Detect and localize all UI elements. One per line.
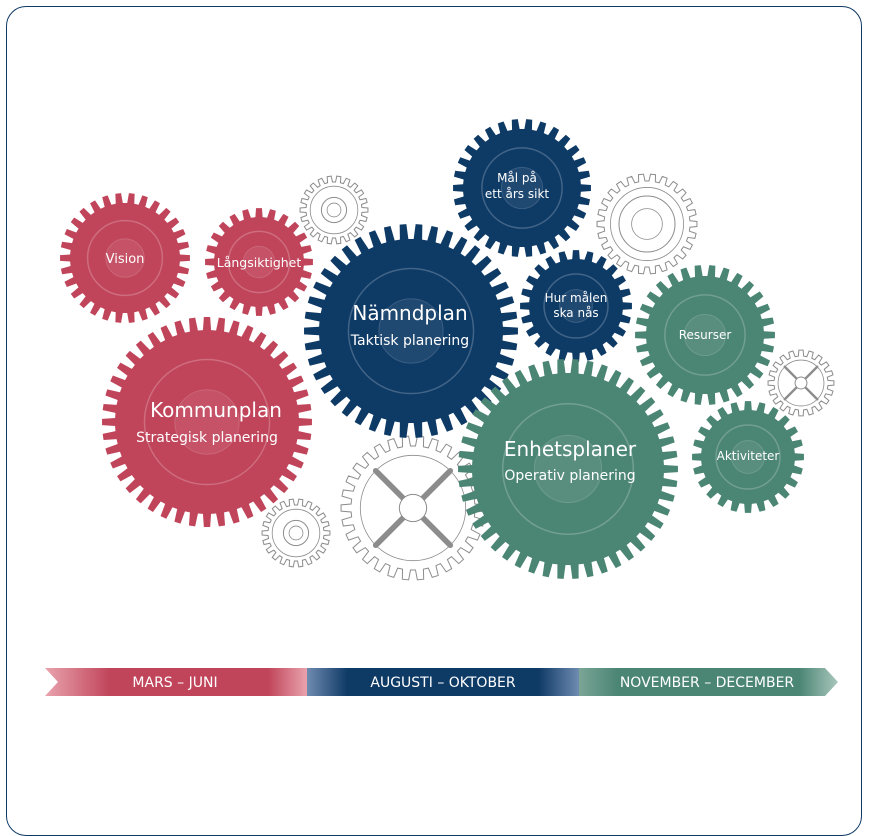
gear-langsiktighet-inner-ring	[227, 230, 291, 294]
gear-mal-pa-hub	[500, 166, 544, 210]
gear-aktiviteter-inner-ring	[715, 424, 781, 490]
gear-langsiktighet-body	[205, 208, 313, 316]
gear-aktiviteter-hub	[731, 440, 765, 474]
gear-enhetsplaner-subtitle: Operativ planering	[504, 468, 635, 484]
gear-enhetsplaner-body	[458, 359, 678, 579]
gear-enhetsplaner-inner-ring	[501, 402, 635, 536]
gear-outline-small-right	[767, 349, 835, 417]
gear-outline-small-bottom-hub	[282, 519, 310, 547]
gear-kommunplan-inner-ring	[143, 358, 271, 486]
gear-namndplan-body	[304, 224, 518, 438]
gear-outline-small-bottom-axle	[288, 525, 304, 541]
timeline-label-mars-juni: MARS – JUNI	[132, 675, 217, 691]
gear-outline-small-bottom	[261, 498, 331, 568]
timeline-banner: MARS – JUNI AUGUSTI – OKTOBER NOVEMBER –…	[45, 668, 838, 696]
gear-aktiviteter-body	[692, 401, 804, 513]
gear-resurser	[635, 265, 775, 405]
gear-vision-body	[60, 193, 190, 323]
gear-namndplan-title: Nämndplan	[352, 301, 467, 325]
gear-outline-small-right-spoke	[803, 365, 819, 381]
gear-langsiktighet-hub	[242, 245, 276, 279]
gear-aktiviteter	[692, 401, 804, 513]
gear-outline-right-top	[596, 173, 698, 275]
gear-kommunplan-hub	[174, 389, 240, 455]
gear-vision-label: Vision	[106, 252, 145, 267]
gear-hur-malen	[520, 250, 632, 362]
gear-outline-large-bottom-spoke	[419, 467, 454, 502]
gear-kommunplan-title: Kommunplan	[150, 398, 282, 422]
gear-mal-pa	[453, 119, 591, 257]
gear-outline-small-top-ring	[309, 185, 359, 235]
gear-outline-large-bottom-ring	[359, 454, 467, 562]
gear-kommunplan	[102, 317, 312, 527]
gear-mal-pa-line2: ett års sikt	[485, 187, 549, 201]
gear-kommunplan-body	[102, 317, 312, 527]
gear-namndplan	[304, 224, 518, 438]
gear-kommunplan-subtitle: Strategisk planering	[136, 430, 278, 446]
gear-hur-malen-body	[520, 250, 632, 362]
gear-outline-large-bottom-spoke	[419, 514, 454, 549]
gear-outline-right-top-body	[596, 173, 698, 275]
gear-outline-small-top	[299, 175, 369, 245]
gear-namndplan-hub	[378, 298, 444, 364]
gear-outline-right-top-axle	[631, 208, 663, 240]
gear-outline-large-bottom-hub	[398, 493, 428, 523]
gear-outline-small-right-spoke	[803, 385, 819, 401]
gear-enhetsplaner	[458, 359, 678, 579]
gear-vision-inner-ring	[86, 219, 164, 297]
gear-namndplan-inner-ring	[347, 267, 475, 395]
gear-mal-pa-body	[453, 119, 591, 257]
gear-namndplan-subtitle: Taktisk planering	[350, 333, 469, 349]
gear-hur-malen-hub	[559, 289, 593, 323]
gear-vision	[60, 193, 190, 323]
timeline-label-november-december: NOVEMBER – DECEMBER	[620, 675, 795, 691]
timeline-segment-mars-juni	[45, 668, 307, 696]
gear-hur-malen-line1: Hur målen	[545, 291, 608, 305]
gear-outline-small-right-ring	[777, 359, 825, 407]
gear-hur-malen-inner-ring	[543, 273, 609, 339]
gear-resurser-label: Resurser	[679, 328, 732, 342]
gear-outline-right-top-ring	[610, 187, 684, 261]
gear-resurser-inner-ring	[664, 294, 746, 376]
gear-outline-small-top-axle	[326, 202, 342, 218]
gear-outline-right-top-hub	[618, 195, 676, 253]
gear-outline-small-bottom-ring	[271, 508, 321, 558]
timeline-label-augusti-oktober: AUGUSTI – OKTOBER	[370, 675, 516, 691]
gear-resurser-hub	[683, 313, 727, 357]
gear-langsiktighet-label: Långsiktighet	[217, 255, 302, 270]
gear-enhetsplaner-hub	[533, 434, 603, 504]
gear-outline-small-right-hub	[794, 376, 808, 390]
gear-outline-small-right-spoke	[783, 365, 799, 381]
gear-outline-small-right-spoke	[783, 385, 799, 401]
gear-outline-large-bottom-spoke	[372, 467, 407, 502]
gear-outline-small-top-hub	[320, 196, 348, 224]
timeline-segment-november-december	[579, 668, 838, 696]
gear-langsiktighet	[205, 208, 313, 316]
gear-aktiviteter-label: Aktiviteter	[717, 449, 780, 463]
timeline-segment-augusti-oktober	[307, 668, 579, 696]
gear-outline-large-bottom	[340, 435, 486, 581]
gear-mal-pa-line1: Mål på	[497, 171, 537, 185]
gear-mal-pa-inner-ring	[481, 147, 563, 229]
gear-hur-malen-line2: ska nås	[553, 306, 598, 320]
gear-vision-hub	[105, 238, 145, 278]
gear-outline-large-bottom-spoke	[372, 514, 407, 549]
outline-gears	[261, 173, 835, 581]
gear-resurser-body	[635, 265, 775, 405]
gear-enhetsplaner-title: Enhetsplaner	[504, 437, 637, 461]
